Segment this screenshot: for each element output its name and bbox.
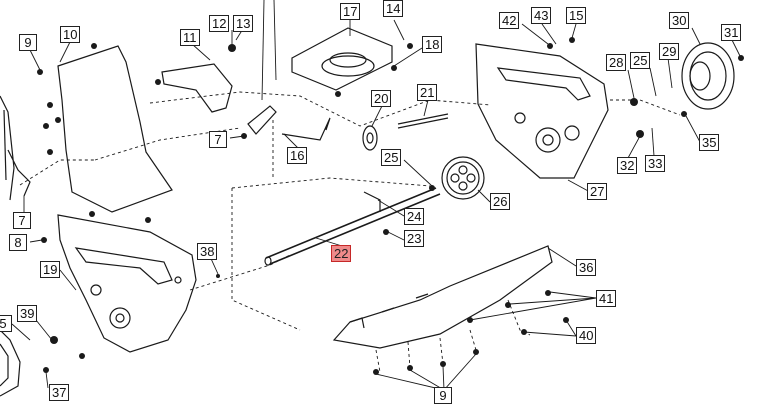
callout-10: 10 — [60, 26, 81, 43]
callout-40: 40 — [576, 327, 597, 344]
callout-14: 14 — [383, 0, 404, 17]
callout-9-top-left: 9 — [19, 34, 37, 51]
callout-8: 8 — [9, 234, 27, 251]
callout-39: 39 — [17, 305, 38, 322]
callout-23: 23 — [404, 230, 425, 247]
callout-36: 36 — [576, 259, 597, 276]
callout-16: 16 — [287, 147, 308, 164]
callout-41: 41 — [596, 290, 617, 307]
callout-29: 29 — [659, 43, 680, 60]
callout-7-lower: 7 — [13, 212, 31, 229]
part-19-bracket — [57, 214, 197, 353]
callout-25-right: 25 — [630, 52, 651, 69]
part-17-pulley-mount — [291, 27, 393, 91]
callout-32: 32 — [617, 157, 638, 174]
callout-20: 20 — [371, 90, 392, 107]
callout-19: 19 — [40, 261, 61, 278]
callout-26: 26 — [490, 193, 511, 210]
callout-21: 21 — [417, 84, 438, 101]
part-27-gear-housing — [475, 43, 609, 179]
callout-24: 24 — [404, 208, 425, 225]
callout-13: 13 — [233, 15, 254, 32]
callout-27: 27 — [587, 183, 608, 200]
callout-25-center: 25 — [381, 149, 402, 166]
callout-37: 37 — [49, 384, 70, 401]
callout-30: 30 — [669, 12, 690, 29]
callout-9-bottom: 9 — [434, 387, 452, 404]
callout-7-upper: 7 — [209, 131, 227, 148]
leader-lines — [11, 0, 741, 391]
callout-33: 33 — [645, 155, 666, 172]
callout-43: 43 — [531, 7, 552, 24]
part-5-wheel — [0, 329, 21, 397]
callout-35: 35 — [699, 134, 720, 151]
hardware — [37, 37, 744, 375]
callout-22-highlighted: 22 — [331, 245, 352, 262]
part-30-wheel — [681, 42, 735, 110]
callout-12: 12 — [209, 15, 230, 32]
callout-11: 11 — [180, 29, 200, 46]
part-11-arm — [161, 63, 233, 113]
callout-15: 15 — [566, 7, 587, 24]
callout-31: 31 — [721, 24, 742, 41]
callout-42: 42 — [499, 12, 520, 29]
part-22-axle — [265, 187, 441, 265]
callout-18: 18 — [422, 36, 443, 53]
part-36-shield — [332, 245, 553, 349]
callout-28: 28 — [606, 54, 627, 71]
callout-5-partial: 5 — [0, 315, 12, 332]
part-10-side-panel — [57, 45, 173, 213]
callout-38: 38 — [197, 243, 218, 260]
part-26-gear — [441, 156, 485, 200]
callout-17: 17 — [340, 3, 361, 20]
